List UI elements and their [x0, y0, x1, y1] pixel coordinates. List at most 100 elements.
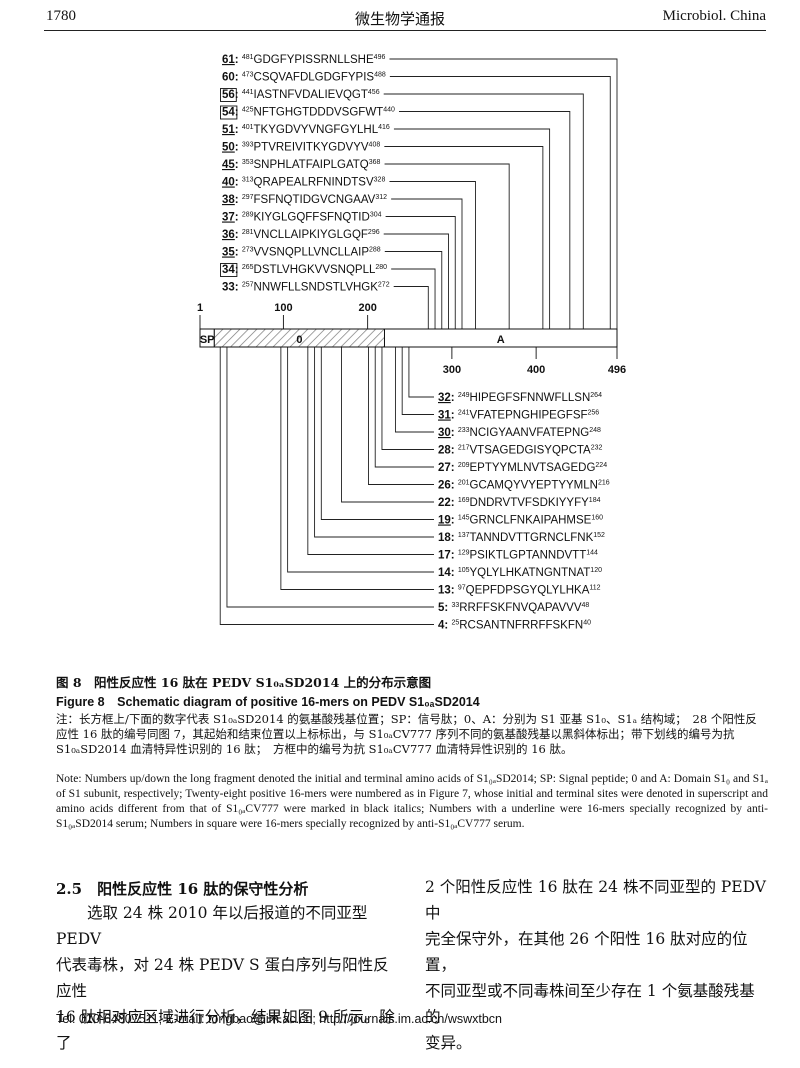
peptide-sequence: FSFNQTIDGVCNGAAV [254, 194, 376, 206]
peptide-sequence: NCIGYAANVFATEPNG [470, 427, 590, 439]
leader-line-38 [391, 198, 463, 329]
leader-line-30 [394, 347, 434, 433]
peptide-label-30: 30: 233NCIGYAANVFATEPNG248 [438, 427, 601, 439]
peptide-number: 18 [438, 532, 451, 544]
leader-line-56 [383, 93, 584, 329]
body-line: 16 肽相对应区域进行分析，结果如图 9 所示。除了 [56, 1008, 395, 1052]
peptide-sequence: YQLYLHKATNGNTNAT [470, 567, 591, 579]
peptide-number: 19 [438, 515, 451, 527]
peptide-sequence: DSTLVHGKVVSNQPLL [254, 264, 376, 276]
leader-line-13 [280, 347, 434, 590]
journal-title-en: Microbiol. China [662, 8, 766, 24]
peptide-sequence: QEPFDPSGYQLYLHKA [466, 585, 590, 597]
leader-line-54 [398, 111, 571, 329]
peptide-sequence: HIPEGFSFNNWFLLSN [470, 392, 591, 404]
peptide-label-5: 5: 33RRFFSKFNVQAPAVVV48 [438, 602, 589, 614]
peptide-number: 54 [222, 107, 235, 119]
leader-line-19 [320, 347, 434, 520]
leader-line-40 [389, 181, 476, 329]
peptide-number: 56 [222, 89, 235, 101]
body-column-left: 选取 24 株 2010 年以后报道的不同亚型 PEDV 代表毒株，对 24 株… [56, 900, 401, 1056]
figure-caption-cn: 图 8 阳性反应性 16 肽在 PEDV S1₀ₐSD2014 上的分布示意图 [56, 675, 432, 690]
journal-title-cn: 微生物学通报 [354, 10, 445, 28]
peptide-sequence: VFATEPNGHIPEGFSF [470, 410, 588, 422]
leader-line-31 [401, 347, 434, 415]
peptide-label-34: 34: 265DSTLVHGKVVSNQPLL280 [222, 264, 387, 276]
peptide-sequence: RCSANTNFRRFFSKFN [459, 620, 583, 632]
peptide-number-box [220, 88, 237, 102]
leader-line-18 [314, 347, 434, 538]
peptide-label-50: 50: 393PTVREIVITKYGDVYV408 [222, 142, 380, 154]
peptide-label-17: 17: 129PSIKTLGPTANNDVTT144 [438, 550, 598, 562]
body-line: 代表毒株，对 24 株 PEDV S 蛋白序列与阳性反应性 [56, 956, 389, 1000]
figure-note-cn: 注：长方框上/下面的数字代表 S1₀ₐSD2014 的氨基酸残基位置；SP：信号… [56, 712, 757, 756]
peptide-number-box [220, 263, 238, 277]
body-line: 选取 24 株 2010 年以后报道的不同亚型 PEDV [56, 904, 368, 948]
body-line: 2 个阳性反应性 16 肽在 24 株不同亚型的 PEDV 中 [425, 878, 766, 922]
leader-line-60 [389, 76, 611, 329]
page-number: 1780 [46, 8, 76, 24]
peptide-sequence: PSIKTLGPTANNDVTT [470, 550, 587, 562]
peptide-label-38: 38: 297FSFNQTIDGVCNGAAV312 [222, 194, 387, 206]
peptide-sequence: GDGFYPISSRNLLSHE [254, 54, 374, 66]
peptide-number: 37 [222, 212, 235, 224]
figure-caption-en: Figure 8 Schematic diagram of positive 1… [56, 695, 480, 709]
peptide-label-61: 61: 481GDGFYPISSRNLLSHE496 [222, 54, 385, 66]
peptide-label-28: 28: 217VTSAGEDGISYQPCTA232 [438, 445, 603, 457]
peptide-sequence: DNDRVTVFSDKIYYFY [470, 497, 590, 509]
peptide-number: 51 [222, 124, 235, 136]
peptide-sequence: RRFFSKFNVQAPAVVV [459, 602, 582, 614]
leader-line-32 [408, 347, 434, 398]
leader-line-22 [341, 347, 434, 503]
leader-line-61 [389, 58, 618, 329]
peptide-label-26: 26: 201GCAMQYVYEPTYYMLN216 [438, 480, 610, 492]
peptide-number: 26 [438, 480, 451, 492]
peptide-number: 60 [222, 72, 235, 84]
peptide-sequence: EPTYYMLNVTSAGEDG [470, 462, 596, 474]
peptide-label-51: 51: 401TKYGDVYVNGFGYLHL416 [222, 124, 390, 136]
peptide-label-19: 19: 145GRNCLFNKAIPAHMSE160 [438, 515, 603, 527]
peptide-sequence: CSQVAFDLGDGFYPIS [254, 72, 375, 84]
peptide-number: 14 [438, 567, 451, 579]
peptide-number: 35 [222, 247, 235, 259]
peptide-sequence: SNPHLATFAIPLGATQ [254, 159, 369, 171]
leader-line-37 [385, 216, 456, 329]
peptide-label-40: 40: 313QRAPEALRFNINDTSV328 [222, 177, 385, 189]
peptide-sequence: PTVREIVITKYGDVYV [254, 142, 369, 154]
peptide-sequence: TKYGDVYVNGFGYLHL [254, 124, 379, 136]
peptide-sequence: GCAMQYVYEPTYYMLN [470, 480, 598, 492]
peptide-number: 36 [222, 229, 235, 241]
peptide-number: 13 [438, 585, 451, 597]
peptide-label-18: 18: 137TANNDVTTGRNCLFNK152 [438, 532, 605, 544]
footer-contact: Tel: 010-64807511; E-mail: tongbao@im.ac… [56, 1012, 503, 1026]
peptide-label-27: 27: 209EPTYYMLNVTSAGEDG224 [438, 462, 607, 474]
peptide-label-35: 35: 273VVSNQPLLVNCLLAIP288 [222, 247, 381, 259]
peptide-label-54: 54: 425NFTGHGTDDDVSGFWT440 [222, 107, 395, 119]
body-line: 变异。 [425, 1034, 472, 1052]
peptide-number: 32 [438, 392, 451, 404]
domain-label: SP [200, 334, 215, 346]
figure-note-en: Note: Numbers up/down the long fragment … [56, 773, 768, 830]
leader-line-33 [393, 286, 429, 329]
peptide-number-box [220, 105, 238, 120]
leader-line-26 [368, 347, 434, 485]
leader-line-36 [383, 233, 449, 329]
leader-line-45 [384, 163, 510, 329]
peptide-label-14: 14: 105YQLYLHKATNGNTNAT120 [438, 567, 602, 579]
leader-line-51 [393, 128, 551, 329]
peptide-sequence: KIYGLGQFFSFNQTID [254, 212, 370, 224]
domain-label: 0 [296, 334, 302, 346]
peptide-label-22: 22: 169DNDRVTVFSDKIYYFY184 [438, 497, 601, 509]
peptide-number: 17 [438, 550, 451, 562]
domain-a [383, 328, 618, 348]
peptide-sequence: VNCLLAIPKIYGLGQF [254, 229, 368, 241]
header-rule [44, 30, 766, 31]
peptide-number: 40 [222, 177, 235, 189]
ruler-tick-label: 200 [358, 302, 376, 314]
body-line: 完全保守外，在其他 26 个阳性 16 肽对应的位置， [425, 930, 748, 974]
peptide-sequence: NFTGHGTDDDVSGFWT [254, 107, 384, 119]
ruler-tick-label: 400 [527, 364, 545, 376]
leader-line-17 [307, 347, 434, 555]
peptide-number: 28 [438, 445, 451, 457]
